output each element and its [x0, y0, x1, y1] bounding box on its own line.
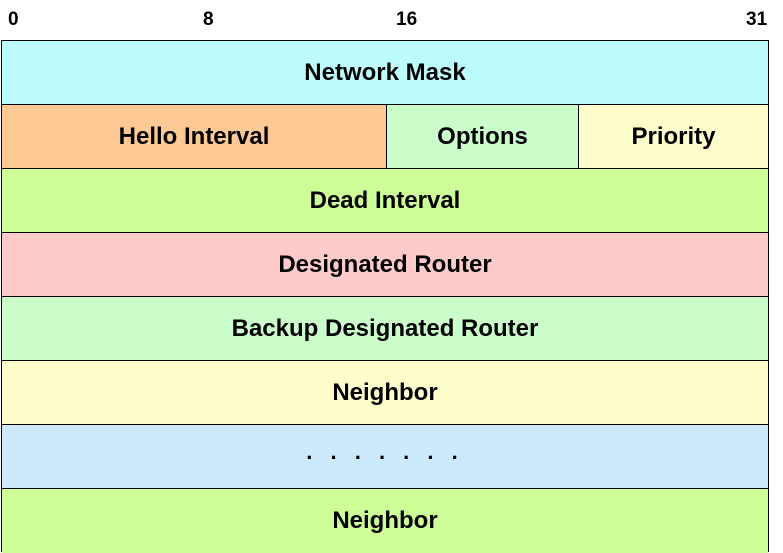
- row-network-mask: Network Mask: [2, 41, 768, 105]
- bit-label-16: 16: [396, 9, 418, 30]
- bit-ruler: 0 8 16 31: [0, 0, 783, 40]
- row-hello-options-priority: Hello Interval Options Priority: [2, 105, 768, 169]
- field-network-mask: Network Mask: [2, 41, 768, 104]
- row-ellipsis: . . . . . . .: [2, 425, 768, 489]
- row-dead-interval: Dead Interval: [2, 169, 768, 233]
- row-backup-designated-router: Backup Designated Router: [2, 297, 768, 361]
- row-neighbor-1: Neighbor: [2, 361, 768, 425]
- ospf-hello-packet: Network Mask Hello Interval Options Prio…: [1, 40, 769, 553]
- bit-label-31: 31: [746, 9, 768, 30]
- bit-label-0: 0: [8, 9, 19, 30]
- field-hello-interval: Hello Interval: [2, 105, 386, 168]
- row-neighbor-2: Neighbor: [2, 489, 768, 553]
- field-priority: Priority: [578, 105, 768, 168]
- field-designated-router: Designated Router: [2, 233, 768, 296]
- field-options: Options: [386, 105, 578, 168]
- row-designated-router: Designated Router: [2, 233, 768, 297]
- bit-label-8: 8: [203, 9, 214, 30]
- field-neighbor-2: Neighbor: [2, 489, 768, 553]
- field-ellipsis: . . . . . . .: [2, 425, 768, 488]
- field-neighbor-1: Neighbor: [2, 361, 768, 424]
- field-dead-interval: Dead Interval: [2, 169, 768, 232]
- field-backup-designated-router: Backup Designated Router: [2, 297, 768, 360]
